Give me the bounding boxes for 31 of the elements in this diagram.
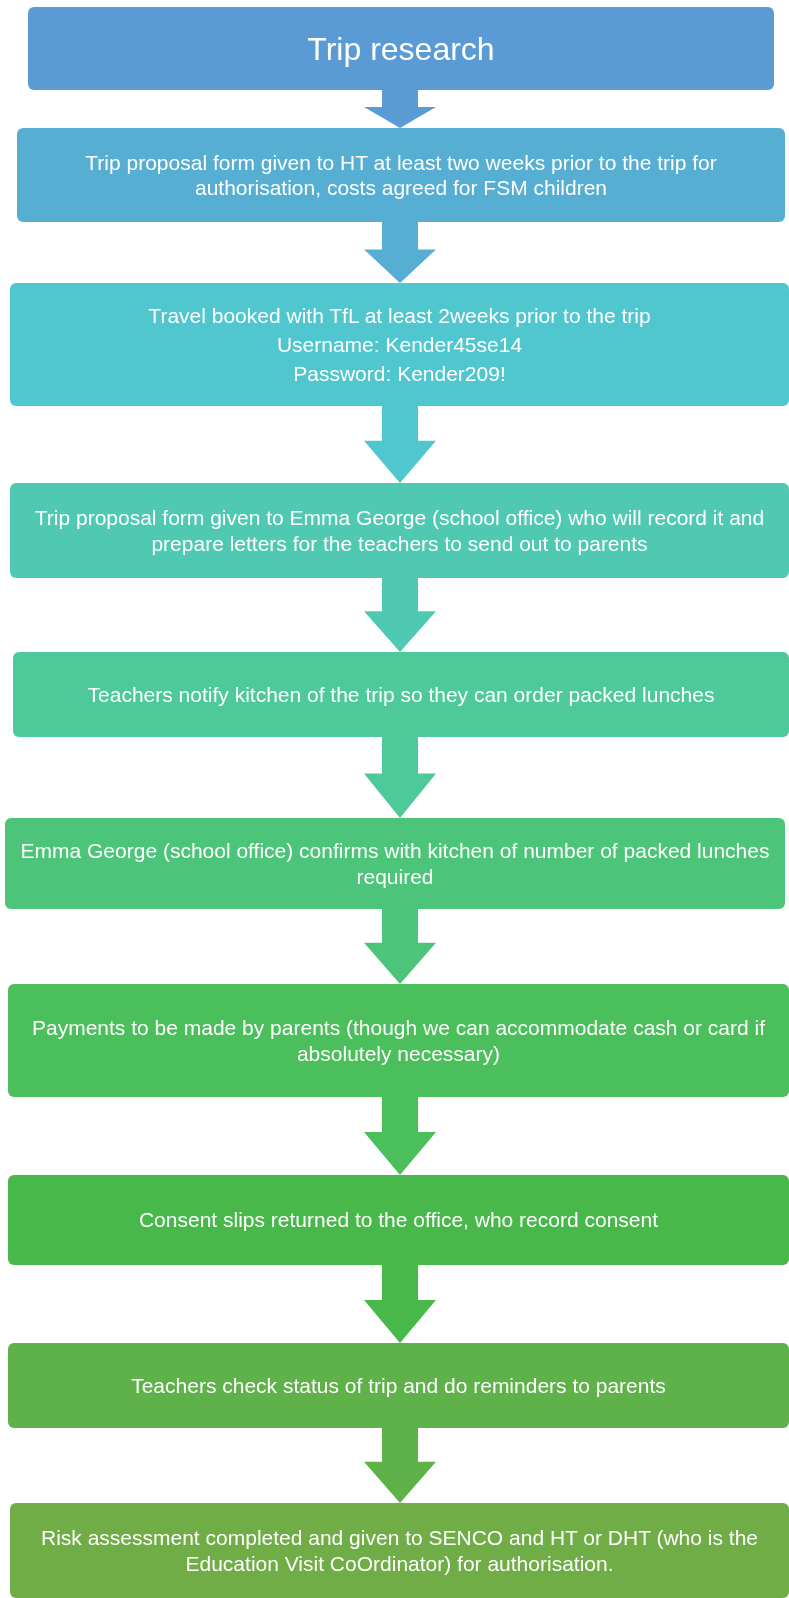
step-text: Username: Kender45se14 — [276, 331, 523, 358]
process-box — [28, 7, 774, 90]
step-text: Risk assessment completed and given to SENCO and HT or DHT (who is the Education Visit CoOrdinator) for authorisation. — [40, 1525, 759, 1576]
down-arrow — [364, 578, 436, 652]
step-text: Travel booked with TfL at least 2weeks prior to the trip — [148, 302, 651, 328]
process-box — [10, 1503, 789, 1598]
process-box — [8, 1175, 789, 1265]
process-box — [17, 128, 785, 222]
step-text: Teachers check status of trip and do reminders to parents — [131, 1372, 666, 1399]
down-arrow — [364, 90, 436, 128]
step-text: Payments to be made by parents (though we can accommodate cash or card if absolutely necessary) — [30, 1015, 767, 1066]
down-arrow — [364, 406, 436, 483]
process-box — [8, 984, 789, 1097]
step-text: Teachers notify kitchen of the trip so they can order packed lunches — [87, 681, 715, 708]
step-text: Trip research — [307, 29, 495, 69]
step-text: Emma George (school office) confirms with kitchen of number of packed lunches required — [19, 838, 771, 889]
step-text: Consent slips returned to the office, who record consent — [138, 1207, 659, 1233]
step-text: Trip proposal form given to Emma George (school office) who will record it and prepare letters for the teachers to send out to parents — [33, 505, 766, 556]
process-box — [10, 483, 789, 578]
down-arrow — [364, 1097, 436, 1175]
down-arrow — [364, 737, 436, 818]
step-text: Password: Kender209! — [293, 361, 506, 387]
process-box — [8, 1343, 789, 1428]
step-text: Trip proposal form given to HT at least two weeks prior to the trip for authorisation, costs agreed for FSM children — [84, 149, 718, 201]
process-box — [13, 652, 789, 737]
down-arrow — [364, 1265, 436, 1343]
down-arrow — [364, 1428, 436, 1503]
down-arrow — [364, 909, 436, 984]
process-box — [5, 818, 785, 909]
down-arrow — [364, 222, 436, 283]
process-box — [10, 283, 789, 406]
